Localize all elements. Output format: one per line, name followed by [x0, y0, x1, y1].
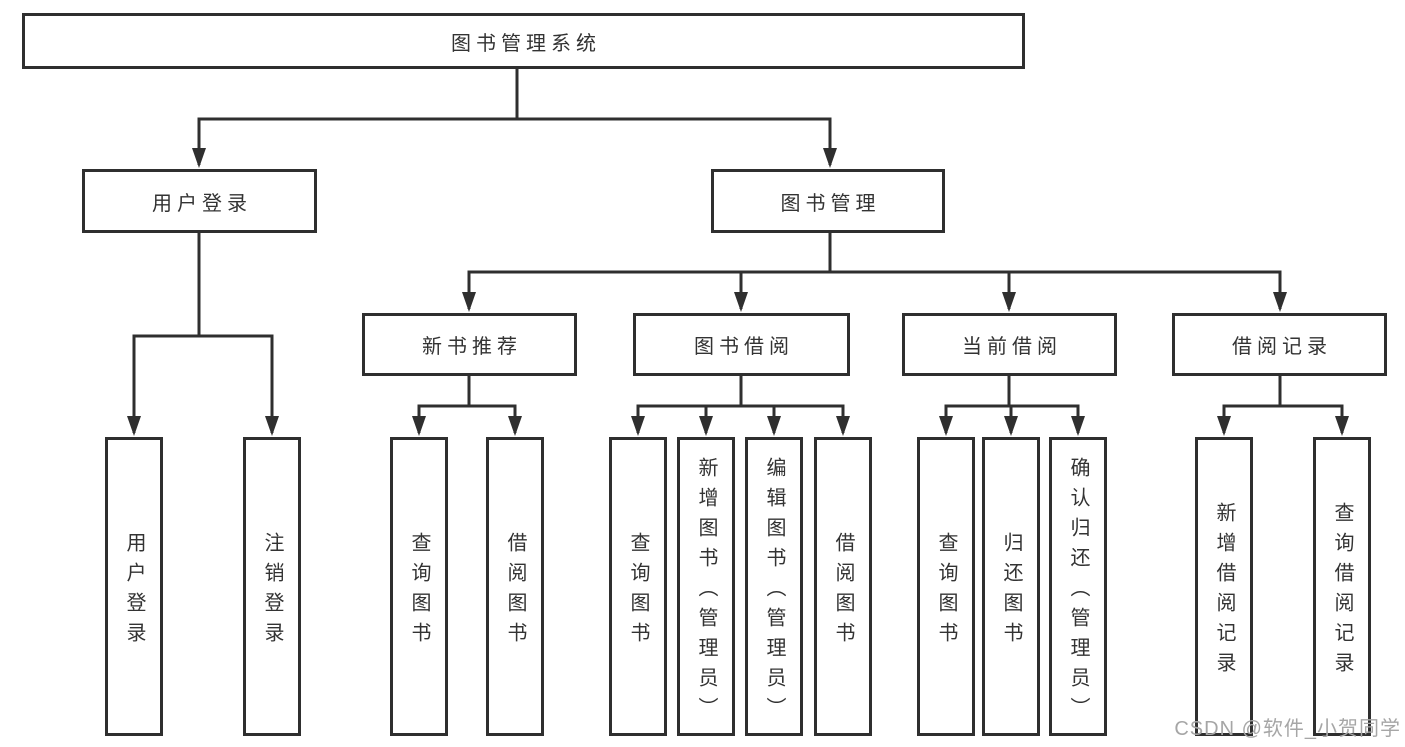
- leaf-query-borrow-record-label: 查询借阅记录: [1331, 501, 1353, 682]
- watermark-text: CSDN @软件_小贺同学: [1174, 718, 1401, 740]
- node-current-borrow: 当前借阅: [902, 313, 1117, 376]
- leaf-recommend-query-books-label: 查询图书: [408, 531, 430, 652]
- node-new-book-recommend: 新书推荐: [362, 313, 577, 376]
- node-borrow-records-label: 借阅记录: [1232, 336, 1332, 358]
- node-book-borrow-label: 图书借阅: [694, 336, 794, 358]
- leaf-user-login-label: 用户登录: [123, 531, 145, 652]
- leaf-borrow-query-books: 查询图书: [609, 437, 667, 736]
- leaf-return-books-label: 归还图书: [1000, 531, 1022, 652]
- leaf-borrow-query-books-label: 查询图书: [627, 531, 649, 652]
- leaf-confirm-return-admin: 确认归还（管理员）: [1049, 437, 1107, 736]
- leaf-add-borrow-record: 新增借阅记录: [1195, 437, 1253, 736]
- node-root-label: 图书管理系统: [451, 32, 601, 55]
- node-book-borrow: 图书借阅: [633, 313, 850, 376]
- node-user-login: 用户登录: [82, 169, 317, 233]
- node-user-login-label: 用户登录: [152, 192, 252, 215]
- leaf-current-query-books-label: 查询图书: [935, 531, 957, 652]
- leaf-recommend-borrow-books: 借阅图书: [486, 437, 544, 736]
- leaf-add-books-admin: 新增图书（管理员）: [677, 437, 735, 736]
- leaf-logout-label: 注销登录: [261, 531, 283, 652]
- leaf-query-borrow-record: 查询借阅记录: [1313, 437, 1371, 736]
- leaf-add-books-admin-label: 新增图书（管理员）: [695, 456, 717, 727]
- leaf-confirm-return-admin-label: 确认归还（管理员）: [1067, 456, 1089, 727]
- node-book-management: 图书管理: [711, 169, 945, 233]
- leaf-logout: 注销登录: [243, 437, 301, 736]
- leaf-recommend-borrow-books-label: 借阅图书: [504, 531, 526, 652]
- leaf-edit-books-admin: 编辑图书（管理员）: [745, 437, 803, 736]
- node-current-borrow-label: 当前借阅: [962, 336, 1062, 358]
- leaf-borrow-books-label: 借阅图书: [832, 531, 854, 652]
- node-borrow-records: 借阅记录: [1172, 313, 1387, 376]
- leaf-user-login: 用户登录: [105, 437, 163, 736]
- node-root: 图书管理系统: [22, 13, 1025, 69]
- leaf-edit-books-admin-label: 编辑图书（管理员）: [763, 456, 785, 727]
- node-new-book-recommend-label: 新书推荐: [422, 336, 522, 358]
- leaf-recommend-query-books: 查询图书: [390, 437, 448, 736]
- leaf-borrow-books: 借阅图书: [814, 437, 872, 736]
- leaf-current-query-books: 查询图书: [917, 437, 975, 736]
- leaf-return-books: 归还图书: [982, 437, 1040, 736]
- leaf-add-borrow-record-label: 新增借阅记录: [1213, 501, 1235, 682]
- node-book-management-label: 图书管理: [780, 192, 881, 215]
